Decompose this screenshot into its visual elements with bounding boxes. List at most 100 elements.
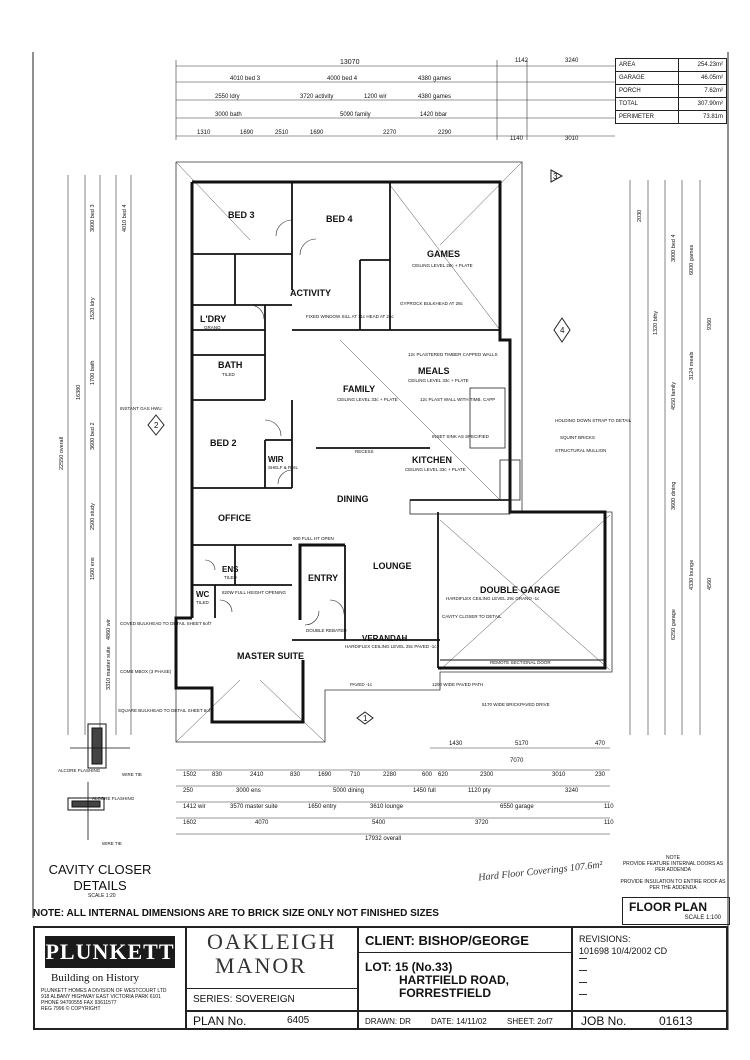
dim-bottom-5170: 5170 xyxy=(515,741,529,747)
dim-left-bed4: 4010 bed 4 xyxy=(122,204,128,232)
design-name: OAKLEIGH MANOR xyxy=(207,930,337,978)
total-value: 307.90m² xyxy=(677,97,728,111)
dim-left-overall: 22550 overall xyxy=(59,437,65,470)
revision-entry: 101698 10/4/2002 CD xyxy=(579,946,668,956)
dim-b2-full: 1450 full xyxy=(413,788,436,794)
company-line: PLUNKETT HOMES A DIVISION OF WESTCOURT L… xyxy=(41,988,167,994)
room-lounge: LOUNGE xyxy=(373,561,412,571)
roof-hip-lines xyxy=(175,161,611,743)
porch-value: 7.62m² xyxy=(677,84,728,98)
room-dining: DINING xyxy=(337,494,369,504)
note-paved: PAVED -1c xyxy=(350,682,373,687)
series-box: SERIES: SOVEREIGN xyxy=(185,988,359,1011)
title-block: PLUNKETT Building on History PLUNKETT HO… xyxy=(33,926,728,1030)
client-name: CLIENT: BISHOP/GEORGE xyxy=(365,933,529,948)
company-line: PHONE 94700555 FAX 93611577 xyxy=(41,1000,117,1006)
dim-right-2030: 2030 xyxy=(637,210,643,222)
sheet-number: SHEET: 2of7 xyxy=(507,1017,553,1026)
lot-line1: LOT: 15 (No.33) xyxy=(365,960,453,974)
dim-left-16380: 16380 xyxy=(76,385,82,400)
dim-b3-master: 3570 master suite xyxy=(230,804,278,810)
room-bed2: BED 2 xyxy=(210,438,237,448)
lot-line2: HARTFIELD ROAD, xyxy=(399,973,509,987)
dim-right-garage: 6250 garage xyxy=(671,609,677,640)
overall-width-dim: 13070 xyxy=(340,59,360,66)
dim-b1-710: 710 xyxy=(350,772,361,778)
dim-left-wir: 4860 wir xyxy=(106,619,112,640)
room-kitchen: KITCHEN xyxy=(412,455,452,465)
revisions-box: REVISIONS: 101698 10/4/2002 CD xyxy=(571,928,728,1010)
design-name-line1: OAKLEIGH xyxy=(207,929,337,954)
room-entry: ENTRY xyxy=(308,573,338,583)
dim-3240: 3240 xyxy=(565,58,579,64)
dim-2270: 2270 xyxy=(383,130,397,136)
total-label: TOTAL xyxy=(615,97,679,111)
dim-1142: 1142 xyxy=(515,58,529,64)
room-bed4: BED 4 xyxy=(326,214,353,224)
dim-b1-3010: 3010 xyxy=(552,772,566,778)
note-instant-gas: INSTANT GAS HWU xyxy=(120,406,162,411)
revision-blank-line xyxy=(579,982,587,983)
company-tagline: Building on History xyxy=(51,972,140,984)
note-fixed-window: FIXED WINDOW SILL AT 11c HEAD AT 26c xyxy=(306,314,394,319)
drawn-date-sheet-row: DRAWN: DR DATE: 14/11/02 SHEET: 2of7 xyxy=(357,1010,573,1030)
bottom-dimension-lines xyxy=(176,747,610,835)
note-square-bulkhead: SQUARE BULKHEAD TO DETAIL SHEET 6of7 xyxy=(118,708,213,713)
room-ens-sub: TILED xyxy=(224,575,238,580)
dim-b2-pty: 1120 pty xyxy=(468,788,491,794)
series-label: SERIES: SOVEREIGN xyxy=(193,994,295,1005)
room-kitchen-sub: CEILING LEVEL 33c + PLATE xyxy=(405,467,466,472)
dim-wir: 1200 wir xyxy=(364,94,387,100)
section-mark-1: 1 xyxy=(363,714,368,723)
note-paved-path: 1200 WIDE PAVED PATH xyxy=(432,682,483,687)
dim-b3-lounge: 3610 lounge xyxy=(370,804,404,810)
cavity-closer-detail-graphic xyxy=(67,723,130,840)
cavity-closer-title: CAVITY CLOSER DETAILS xyxy=(40,862,160,894)
dim-b1-230: 230 xyxy=(595,772,606,778)
dim-family: 5090 family xyxy=(340,112,371,118)
room-office: OFFICE xyxy=(218,513,251,523)
alcore-flashing-label-1: ALCORE FLASHING xyxy=(58,768,101,773)
revision-blank-line xyxy=(579,994,587,995)
note-brickpaved: 5170 WIDE BRICKPAVED DRIVE xyxy=(482,702,550,707)
dim-right-bed4: 3000 bed 4 xyxy=(671,234,677,262)
company-logo-block: PLUNKETT Building on History PLUNKETT HO… xyxy=(37,930,183,1026)
dim-games: 4380 games xyxy=(418,76,451,82)
alcore-flashing-label-2: ALCORE FLASHING xyxy=(92,796,135,801)
porch-label: PORCH xyxy=(615,84,679,98)
cavity-scale: SCALE 1:20 xyxy=(88,893,116,899)
dim-right-9360: 9360 xyxy=(707,318,713,330)
dim-b3-wir: 1412 wir xyxy=(183,804,206,810)
dim-left-study: 2500 study xyxy=(90,503,96,530)
roof-outline xyxy=(175,161,613,743)
dim-b1-600: 600 xyxy=(422,772,433,778)
company-line: REG 7996 © COPYRIGHT xyxy=(41,1006,101,1012)
dim-ldry: 2550 ldry xyxy=(215,94,240,100)
top-dimension-lines xyxy=(175,60,615,140)
dim-right-lounge: 4330 lounge xyxy=(689,560,695,590)
dim-2290: 2290 xyxy=(438,130,452,136)
dim-left-master: 3310 master suite xyxy=(106,646,112,690)
note-full-height: 820W FULL HEIGHT OPENING xyxy=(222,590,287,595)
dim-right-games: 6000 games xyxy=(689,244,695,275)
room-verandah: VERANDAH xyxy=(362,634,408,643)
section-mark-3: 3 xyxy=(553,172,558,181)
dim-bed3: 4010 bed 3 xyxy=(230,76,261,82)
dim-1140: 1140 xyxy=(510,136,524,142)
dim-b1-2410: 2410 xyxy=(250,772,264,778)
room-bath-sub: TILED xyxy=(222,372,236,377)
note-holding: HOLDING DOWN STRAP TO DETAIL xyxy=(555,418,632,423)
room-wc: WC xyxy=(196,590,210,599)
dim-b3-110: 110 xyxy=(604,804,614,810)
room-laundry: L'DRY xyxy=(200,314,226,324)
client-box: CLIENT: BISHOP/GEORGE xyxy=(357,928,573,953)
dim-b4-4070: 4070 xyxy=(255,820,269,826)
note-comb-mbox: COMB MBOX (3 PHASE) xyxy=(120,669,172,674)
dim-right-dining: 3600 dining xyxy=(671,482,677,510)
room-verandah-sub: HARDIFLEX CEILING LEVEL 25c PAVED -1c xyxy=(345,644,437,649)
dim-right-family: 4550 family xyxy=(671,382,677,410)
